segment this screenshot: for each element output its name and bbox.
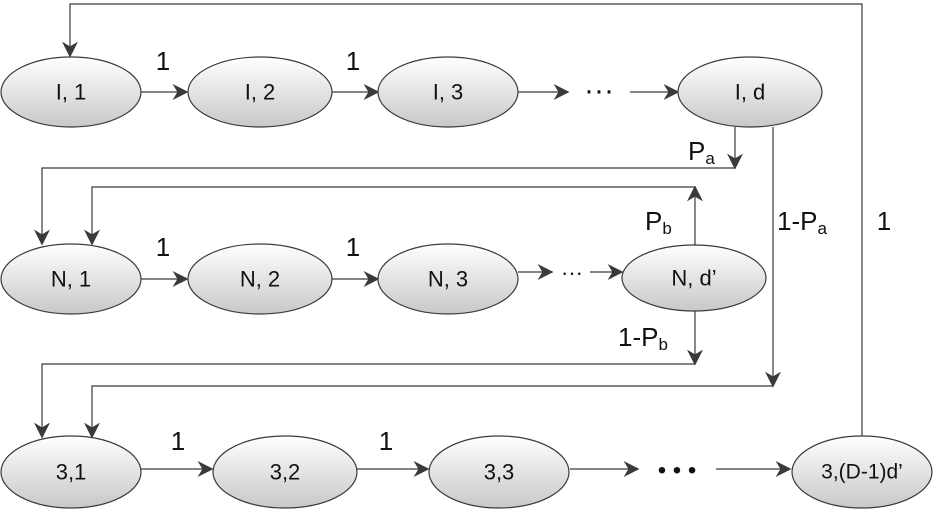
node-n2: N, 2 bbox=[187, 243, 333, 315]
label-s2-s3: 1 bbox=[379, 426, 393, 456]
label-one-minus-pa-sub: a bbox=[817, 219, 827, 238]
edge-pa-branch-to-n1 bbox=[34, 167, 735, 246]
node-nd-label: N, d’ bbox=[671, 266, 716, 291]
node-s1-label: 3,1 bbox=[56, 460, 87, 485]
label-s1-s2: 1 bbox=[171, 426, 185, 456]
label-one-minus-pa-prefix: 1- bbox=[777, 206, 800, 236]
node-n2-label: N, 2 bbox=[240, 267, 280, 292]
label-i2-i3: 1 bbox=[346, 46, 360, 76]
node-s2-label: 3,2 bbox=[270, 460, 301, 485]
node-id-label: I, d bbox=[735, 80, 766, 105]
node-i1: I, 1 bbox=[0, 56, 142, 128]
label-i1-i2: 1 bbox=[156, 46, 170, 76]
label-pb-main: P bbox=[645, 206, 662, 236]
node-n1: N, 1 bbox=[0, 243, 142, 315]
node-sd-label: 3,(D-1)d’ bbox=[821, 461, 903, 484]
label-one-minus-pb: 1-Pb bbox=[618, 322, 668, 354]
node-id: I, d bbox=[677, 56, 823, 128]
label-pa: Pa bbox=[688, 136, 715, 168]
node-n1-label: N, 1 bbox=[51, 267, 91, 292]
node-s3-label: 3,3 bbox=[484, 460, 515, 485]
node-i2-label: I, 2 bbox=[245, 80, 276, 105]
label-n1-n2: 1 bbox=[156, 232, 170, 262]
label-pa-sub: a bbox=[705, 149, 715, 168]
node-s3: 3,3 bbox=[428, 435, 570, 509]
row2-ellipsis: ··· bbox=[561, 260, 583, 285]
node-nd: N, d’ bbox=[621, 244, 767, 312]
edge-onepa-branch-to-s1 bbox=[84, 385, 773, 439]
label-pb: Pb bbox=[645, 206, 672, 238]
row3-ellipsis: • • • bbox=[658, 457, 697, 484]
node-i3-label: I, 3 bbox=[433, 80, 464, 105]
node-s2: 3,2 bbox=[212, 435, 358, 509]
label-n2-n3: 1 bbox=[346, 232, 360, 262]
label-one-minus-pb-sub: b bbox=[658, 335, 667, 354]
edge-onepb-branch-to-s1 bbox=[34, 363, 695, 439]
node-sd: 3,(D-1)d’ bbox=[791, 435, 933, 509]
node-i3: I, 3 bbox=[377, 56, 519, 128]
label-pa-main: P bbox=[688, 136, 705, 166]
label-pb-sub: b bbox=[662, 219, 671, 238]
label-one-minus-pa: 1-Pa bbox=[777, 206, 827, 238]
edge-pb-branch-to-n1 bbox=[84, 186, 695, 246]
node-i1-label: I, 1 bbox=[56, 80, 87, 105]
row1-ellipsis: ··· bbox=[584, 74, 614, 107]
node-s1: 3,1 bbox=[0, 435, 142, 509]
node-i2: I, 2 bbox=[187, 56, 333, 128]
label-one-minus-pa-main: P bbox=[800, 206, 817, 236]
label-loop: 1 bbox=[877, 206, 891, 236]
label-one-minus-pb-prefix: 1- bbox=[618, 322, 641, 352]
edge-loop-to-i1 bbox=[62, 3, 863, 437]
node-n3-label: N, 3 bbox=[428, 267, 468, 292]
label-one-minus-pb-main: P bbox=[641, 322, 658, 352]
node-n3: N, 3 bbox=[377, 243, 519, 315]
